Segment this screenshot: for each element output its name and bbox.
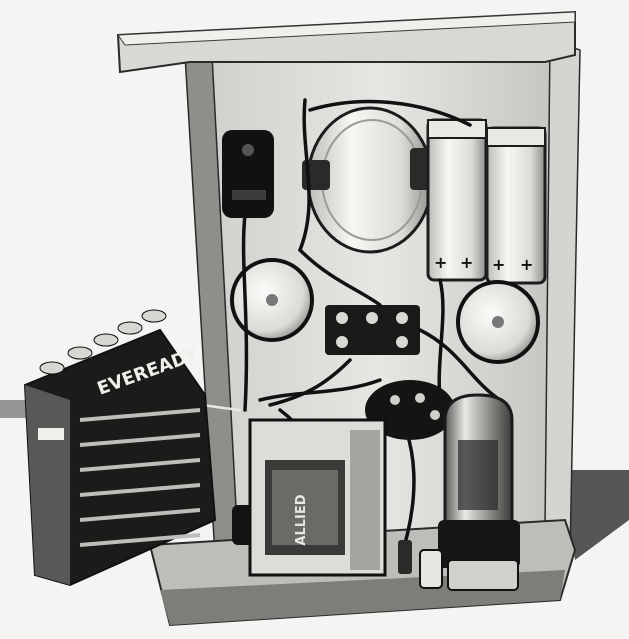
chassis-lid-lip — [117, 11, 576, 46]
electrolytic-capacitor-right-band — [486, 127, 546, 147]
table-shadow-left — [0, 400, 30, 418]
small-capacitor — [419, 549, 443, 589]
capacitor-plus-mark-3: + — [492, 255, 505, 274]
terminal-5 — [396, 336, 408, 348]
wire-4 — [298, 248, 382, 307]
vacuum-tube — [438, 393, 520, 591]
wire-3 — [241, 213, 249, 412]
wire-10 — [268, 358, 352, 407]
battery-cell-top-5 — [141, 309, 167, 323]
tube-socket-cluster — [365, 380, 455, 440]
terminal-strip — [325, 305, 420, 355]
vacuum-tube-socket-ring — [447, 559, 519, 591]
table-shadow — [560, 470, 629, 560]
terminal-3 — [396, 312, 408, 324]
potentiometer-right-hub — [492, 316, 504, 328]
socket-pin-3 — [430, 410, 440, 420]
vacuum-tube-socket — [438, 520, 520, 568]
power-transformer: ALLIED — [248, 418, 387, 577]
battery-cell-top-1 — [39, 361, 65, 375]
wire-7 — [258, 378, 382, 402]
small-resistor — [398, 540, 412, 574]
stripe-5 — [79, 508, 201, 522]
stripe-2 — [79, 433, 201, 447]
can-capacitor-lug-right — [410, 148, 430, 190]
potentiometer-left-hub — [266, 294, 278, 306]
capacitor-plus-mark-2: + — [460, 253, 473, 272]
stripe-3 — [79, 458, 201, 472]
black-jack-body — [222, 130, 274, 218]
stripe-1 — [79, 408, 201, 422]
black-jack-screw — [242, 144, 254, 156]
stripe-6 — [79, 533, 201, 547]
stripe-4 — [79, 483, 201, 497]
electrolytic-capacitor-left: + + — [426, 118, 488, 282]
potentiometer-left — [230, 258, 314, 342]
socket-pin-1 — [390, 395, 400, 405]
electrolytic-capacitor-right: + + — [485, 126, 547, 285]
transformer-marking: ALLIED — [294, 494, 309, 545]
vacuum-tube-plate — [458, 440, 498, 510]
battery-small-label — [38, 428, 64, 440]
battery-cell-top-4 — [117, 321, 143, 335]
capacitor-plus-mark-4: + — [520, 255, 533, 274]
battery-cell-top-3 — [93, 333, 119, 347]
terminal-2 — [366, 312, 378, 324]
transformer-side — [350, 430, 380, 570]
battery-pack: EVEREADY — [23, 309, 217, 587]
terminal-4 — [336, 336, 348, 348]
black-jack — [222, 130, 274, 218]
capacitor-plus-mark-1: + — [434, 253, 447, 272]
battery-cells — [39, 309, 167, 375]
black-jack-terminal — [232, 190, 266, 200]
transformer-core-highlight — [272, 470, 338, 545]
terminal-1 — [336, 312, 348, 324]
wire-6 — [418, 328, 502, 402]
wire-2 — [308, 99, 472, 127]
potentiometer-right — [456, 280, 540, 364]
wire-1 — [298, 98, 311, 252]
battery-cell-top-2 — [67, 346, 93, 360]
battery-stripes — [79, 408, 201, 547]
electrolytic-capacitor-left-band — [427, 119, 487, 139]
socket-pin-2 — [415, 393, 425, 403]
socket-block — [365, 380, 455, 440]
